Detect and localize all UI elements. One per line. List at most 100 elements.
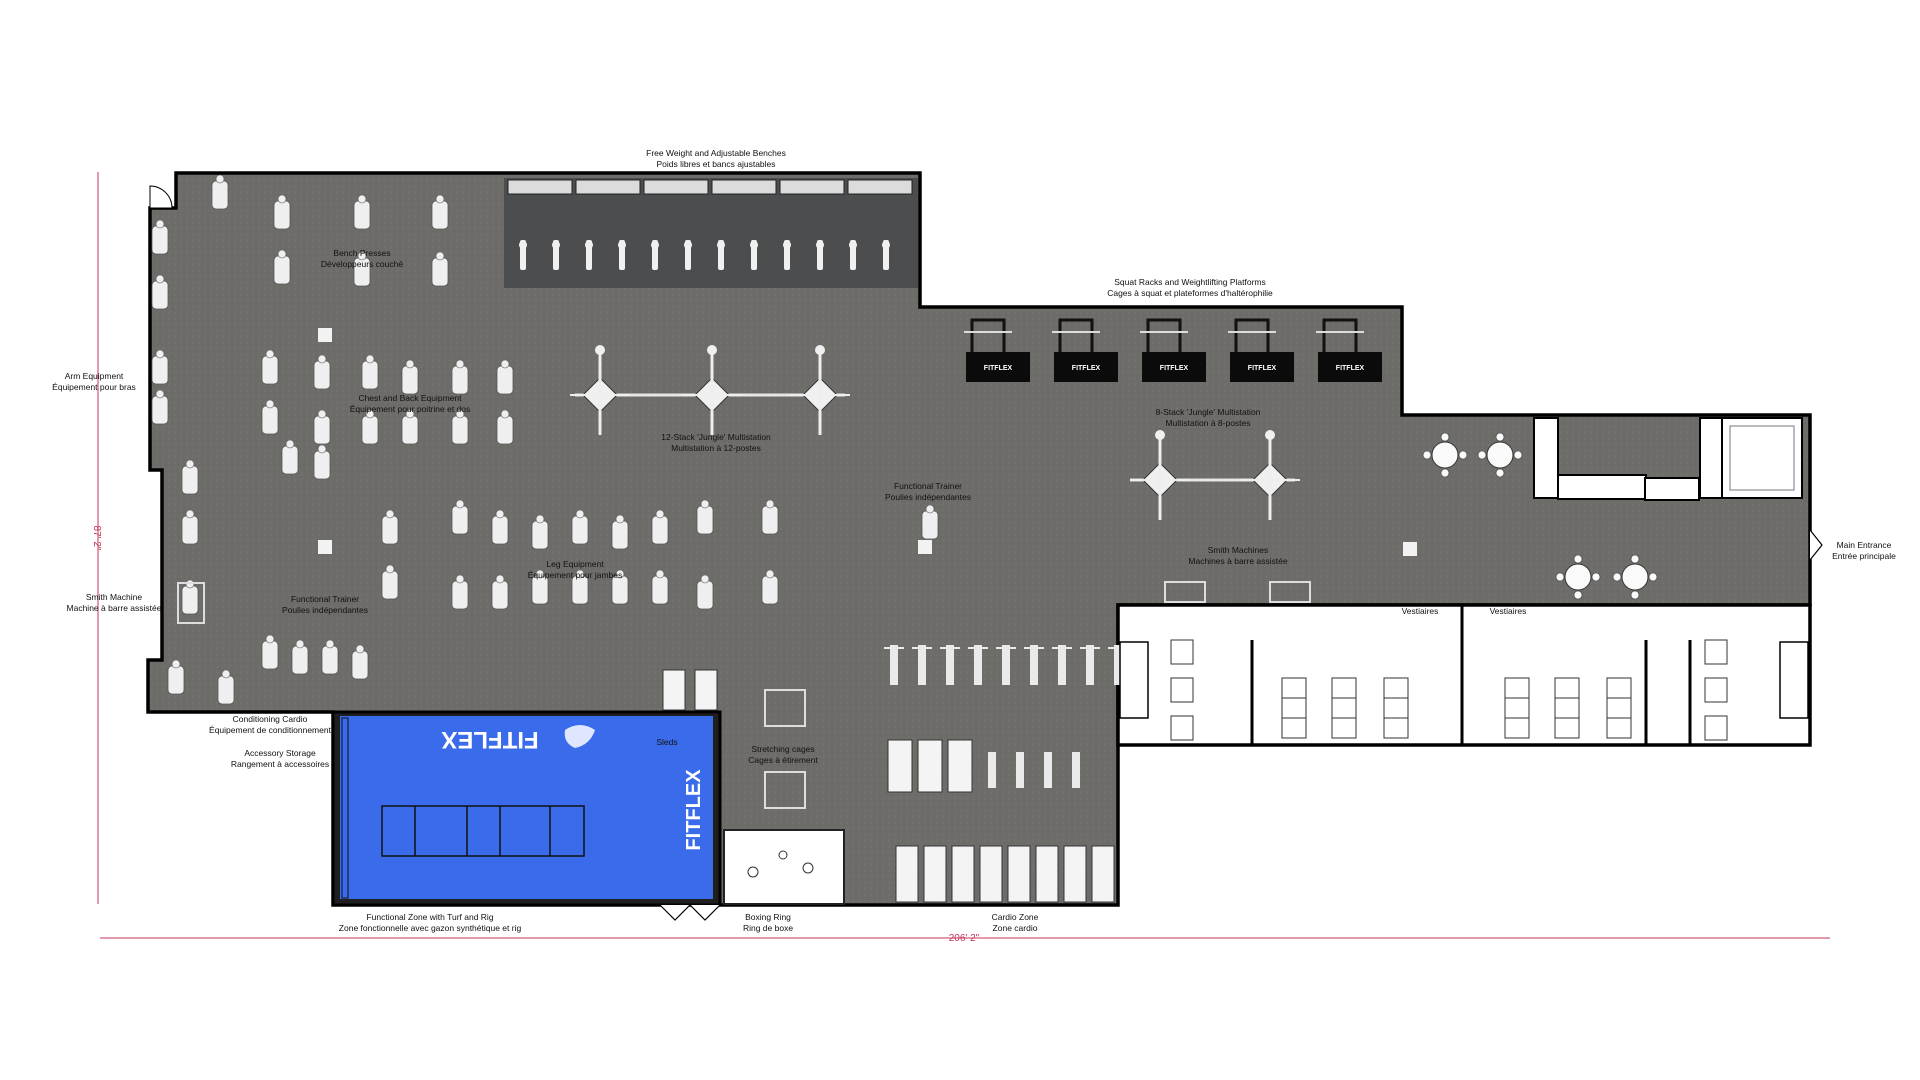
exercise-bike [1058, 645, 1066, 685]
exercise-bike [1114, 645, 1122, 685]
weightlifting-platform [966, 352, 1030, 382]
strength-machine [496, 415, 514, 445]
boxing-ring [723, 829, 845, 905]
weightlifting-platform [1318, 352, 1382, 382]
elliptical [1044, 752, 1052, 788]
smith-machine [1269, 581, 1311, 603]
strength-machine [353, 200, 371, 230]
round-table [1486, 441, 1514, 469]
exercise-bike [974, 645, 982, 685]
strength-machine [761, 575, 779, 605]
turf-branding: FITFLEX FITFLEX [341, 717, 705, 899]
treadmill [1035, 845, 1059, 903]
strength-machine [451, 365, 469, 395]
label-vestiaires-1: Vestiaires [1402, 606, 1439, 616]
toilet-stall [1704, 677, 1728, 703]
lounge-tables [1422, 432, 1658, 600]
label-sleds: Sleds [656, 737, 677, 747]
building-floor [146, 171, 1812, 907]
dimension-lines: 87' 2" 206' 2" [91, 172, 1830, 944]
rower [947, 739, 973, 793]
round-table [1621, 563, 1649, 591]
rower [887, 739, 913, 793]
weightlifting-platform [1230, 352, 1294, 382]
strength-machine [151, 225, 169, 255]
locker-bench [1504, 677, 1530, 739]
strength-machine [181, 585, 199, 615]
strength-machine [211, 180, 229, 210]
locker-bench [1281, 677, 1307, 739]
strength-machine [531, 520, 549, 550]
exercise-bike [946, 645, 954, 685]
platform-brand: FITFLEX [984, 365, 1013, 372]
strength-machine [571, 575, 589, 605]
treadmill [895, 845, 919, 903]
weightlifting-platform [1142, 352, 1206, 382]
strength-machine [696, 505, 714, 535]
round-table [1564, 563, 1592, 591]
strength-machine [351, 650, 369, 680]
strength-machine [313, 450, 331, 480]
strength-machine [151, 355, 169, 385]
strength-machine [381, 515, 399, 545]
turf-brand-side: FITFLEX [683, 769, 705, 851]
strength-machine [921, 510, 939, 540]
treadmill [1007, 845, 1031, 903]
treadmill [951, 845, 975, 903]
dimension-height: 87' 2" [91, 526, 102, 551]
locker-bench [1554, 677, 1580, 739]
strength-machine [361, 360, 379, 390]
strength-machine [451, 415, 469, 445]
strength-machine [273, 200, 291, 230]
strength-machine [451, 505, 469, 535]
treadmill [1091, 845, 1115, 903]
jungle-multistation-8 [1130, 430, 1300, 520]
strength-machine [181, 515, 199, 545]
platform-brand: FITFLEX [1248, 365, 1277, 372]
locker-bench [1383, 677, 1409, 739]
strength-machine [611, 520, 629, 550]
strength-machine [261, 355, 279, 385]
dumbbell-racks [507, 179, 913, 270]
free-weight-zone [504, 178, 918, 288]
platform-brand: FITFLEX [1336, 365, 1365, 372]
turf-rig [381, 805, 585, 857]
fitflex-logo-icon [564, 725, 595, 748]
column-markers [318, 328, 1417, 556]
smith-machine [1164, 581, 1206, 603]
dumbbell-rack [711, 179, 777, 195]
strength-machine [401, 365, 419, 395]
round-table [1431, 441, 1459, 469]
strength-machine [611, 575, 629, 605]
corner-door [149, 185, 173, 209]
stretching-cage [764, 689, 806, 727]
strength-machine [696, 580, 714, 610]
boxing-bag [802, 862, 814, 874]
strength-machine [261, 405, 279, 435]
reception-area [1533, 417, 1803, 501]
locker-bench [1331, 677, 1357, 739]
strength-machines [151, 174, 1311, 705]
exercise-bike [1030, 645, 1038, 685]
strength-machine [321, 645, 339, 675]
locker-bench [1606, 677, 1632, 739]
main-entrance-door [1809, 529, 1823, 561]
strength-machine [431, 257, 449, 287]
stretching-cage [764, 771, 806, 809]
elliptical [1016, 752, 1024, 788]
